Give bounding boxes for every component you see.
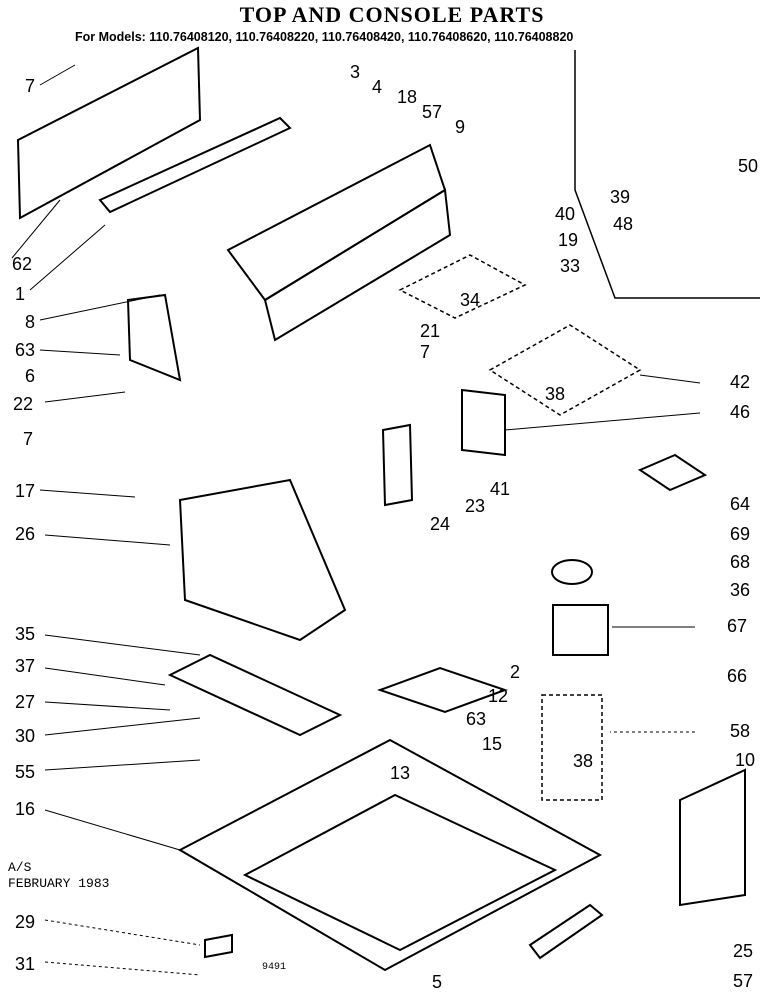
callout-number: 64 xyxy=(730,494,750,514)
callout-number: 39 xyxy=(610,187,630,207)
callout-number: 55 xyxy=(15,762,35,782)
callout-number: 25 xyxy=(733,941,753,961)
dryer-top-part xyxy=(177,738,603,972)
callout-number: 67 xyxy=(727,616,747,636)
callout-number: 69 xyxy=(730,524,750,544)
callout-number: 48 xyxy=(613,214,633,234)
model-numbers: For Models: 110.76408120, 110.76408220, … xyxy=(75,30,574,44)
callout-number: 12 xyxy=(488,686,508,706)
callout-number: 19 xyxy=(558,230,578,250)
callout-number: 26 xyxy=(15,524,35,544)
callout-number: 57 xyxy=(733,971,753,991)
callout-number: 38 xyxy=(545,384,565,404)
callout-number: 42 xyxy=(730,372,750,392)
callout-number: 16 xyxy=(15,799,35,819)
callout-number: 30 xyxy=(15,726,35,746)
callout-number: 68 xyxy=(730,552,750,572)
bracket-part xyxy=(98,116,292,214)
callout-number: 6 xyxy=(25,366,35,386)
callout-number: 1 xyxy=(15,284,25,304)
callout-number: 35 xyxy=(15,624,35,644)
callout-number: 9 xyxy=(455,117,465,137)
callout-number: 37 xyxy=(15,656,35,676)
callout-number: 46 xyxy=(730,402,750,422)
callout-number: 10 xyxy=(735,750,755,770)
callout-number: 31 xyxy=(15,954,35,974)
diagram-code: 9491 xyxy=(262,962,287,973)
callout-number: 15 xyxy=(482,734,502,754)
callout-number: 22 xyxy=(13,394,33,414)
control-housing-part xyxy=(178,478,347,642)
callout-number: 50 xyxy=(738,156,758,176)
callout-number: 18 xyxy=(397,87,417,107)
callout-number: 8 xyxy=(25,312,35,332)
callout-number: 13 xyxy=(390,763,410,783)
callout-number: 27 xyxy=(15,692,35,712)
callout-number: 33 xyxy=(560,256,580,276)
page-title: TOP AND CONSOLE PARTS xyxy=(239,2,545,27)
callout-number: 7 xyxy=(25,76,35,96)
callout-number: 66 xyxy=(727,666,747,686)
callout-number: 38 xyxy=(573,751,593,771)
callout-number: 40 xyxy=(555,204,575,224)
callout-number: 21 xyxy=(420,321,440,341)
callout-number: 57 xyxy=(422,102,442,122)
callout-number: 5 xyxy=(432,972,442,992)
callout-number: 24 xyxy=(430,514,450,534)
callout-number: 7 xyxy=(420,342,430,362)
callout-number: 63 xyxy=(15,340,35,360)
console-part xyxy=(226,143,447,302)
end-cap-part xyxy=(126,293,182,382)
callout-number: 36 xyxy=(730,580,750,600)
revision-date: A/S FEBRUARY 1983 xyxy=(8,860,110,891)
callout-number: 34 xyxy=(460,290,480,310)
callout-number: 29 xyxy=(15,912,35,932)
callout-number: 63 xyxy=(466,709,486,729)
back-panel-part xyxy=(16,46,202,220)
callout-number: 7 xyxy=(23,429,33,449)
callout-number: 23 xyxy=(465,496,485,516)
callout-number: 3 xyxy=(350,62,360,82)
callout-number: 4 xyxy=(372,77,382,97)
callout-number: 17 xyxy=(15,481,35,501)
callout-number: 41 xyxy=(490,479,510,499)
callout-number: 2 xyxy=(510,662,520,682)
callout-number: 62 xyxy=(12,254,32,274)
callout-number: 58 xyxy=(730,721,750,741)
